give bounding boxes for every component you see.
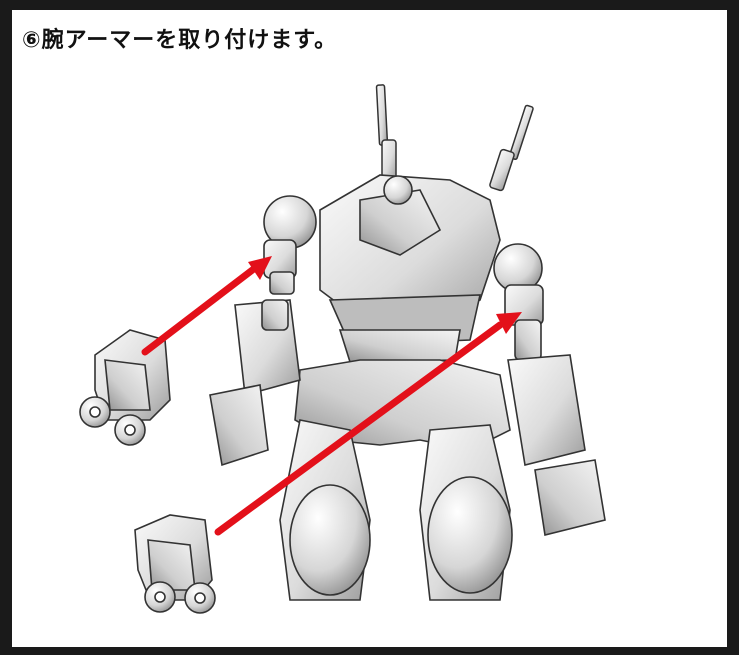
bottom-frame bbox=[0, 647, 739, 655]
right-arm-armor-piece bbox=[134, 514, 216, 614]
robot-legs bbox=[279, 359, 513, 601]
arrow-to-left-arm bbox=[141, 256, 272, 356]
robot-torso bbox=[319, 174, 501, 363]
antenna-right bbox=[489, 104, 534, 192]
antenna-left bbox=[375, 84, 397, 181]
right-frame bbox=[729, 0, 739, 655]
robot-right-arm bbox=[493, 243, 606, 536]
robot-left-arm bbox=[209, 195, 317, 467]
step-title: ⑥腕アーマーを取り付けます。 bbox=[22, 28, 338, 53]
left-frame bbox=[0, 0, 10, 655]
left-arm-armor-piece bbox=[79, 329, 171, 446]
top-frame bbox=[0, 0, 739, 8]
arrow-to-right-arm bbox=[214, 312, 522, 536]
